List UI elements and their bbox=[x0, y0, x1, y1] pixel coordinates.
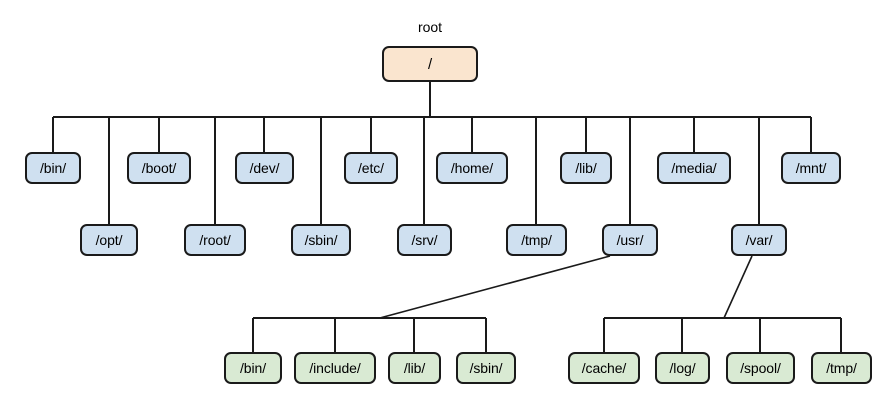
node-usr-lib[interactable]: /lib/ bbox=[388, 352, 441, 384]
node-l1-root[interactable]: /root/ bbox=[184, 224, 246, 256]
node-l1-sbin[interactable]: /sbin/ bbox=[291, 224, 351, 256]
node-root[interactable]: / bbox=[382, 46, 478, 82]
edge-usr-diagonal bbox=[379, 255, 611, 319]
node-l1-var[interactable]: /var/ bbox=[731, 224, 787, 256]
node-l1-tmp[interactable]: /tmp/ bbox=[506, 224, 567, 256]
node-l1-dev[interactable]: /dev/ bbox=[235, 152, 294, 184]
node-usr-include[interactable]: /include/ bbox=[294, 352, 376, 384]
node-var-cache[interactable]: /cache/ bbox=[568, 352, 640, 384]
node-l1-usr[interactable]: /usr/ bbox=[602, 224, 658, 256]
node-l1-bin[interactable]: /bin/ bbox=[25, 152, 81, 184]
node-usr-bin[interactable]: /bin/ bbox=[224, 352, 282, 384]
node-l1-lib[interactable]: /lib/ bbox=[560, 152, 612, 184]
node-var-spool[interactable]: /spool/ bbox=[726, 352, 795, 384]
node-l1-media[interactable]: /media/ bbox=[657, 152, 731, 184]
root-caption: root bbox=[417, 19, 443, 35]
node-usr-sbin[interactable]: /sbin/ bbox=[456, 352, 516, 384]
edge-var-diagonal bbox=[723, 255, 753, 319]
node-l1-mnt[interactable]: /mnt/ bbox=[781, 152, 841, 184]
node-l1-boot[interactable]: /boot/ bbox=[127, 152, 191, 184]
node-l1-opt[interactable]: /opt/ bbox=[80, 224, 138, 256]
node-var-tmp[interactable]: /tmp/ bbox=[811, 352, 872, 384]
node-var-log[interactable]: /log/ bbox=[655, 352, 710, 384]
node-l1-home[interactable]: /home/ bbox=[436, 152, 508, 184]
node-l1-srv[interactable]: /srv/ bbox=[397, 224, 452, 256]
node-l1-etc[interactable]: /etc/ bbox=[344, 152, 398, 184]
